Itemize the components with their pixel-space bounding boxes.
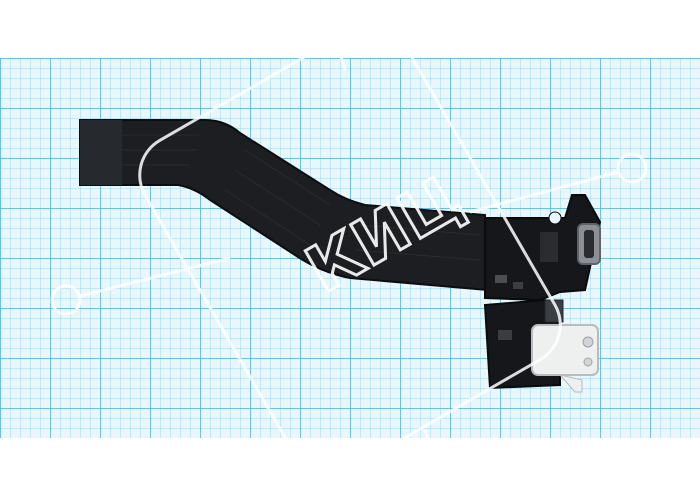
audio-jack-board bbox=[483, 298, 599, 393]
audio-jack bbox=[531, 324, 599, 376]
usb-c-connector-board bbox=[484, 194, 602, 302]
flex-cable bbox=[79, 119, 490, 292]
